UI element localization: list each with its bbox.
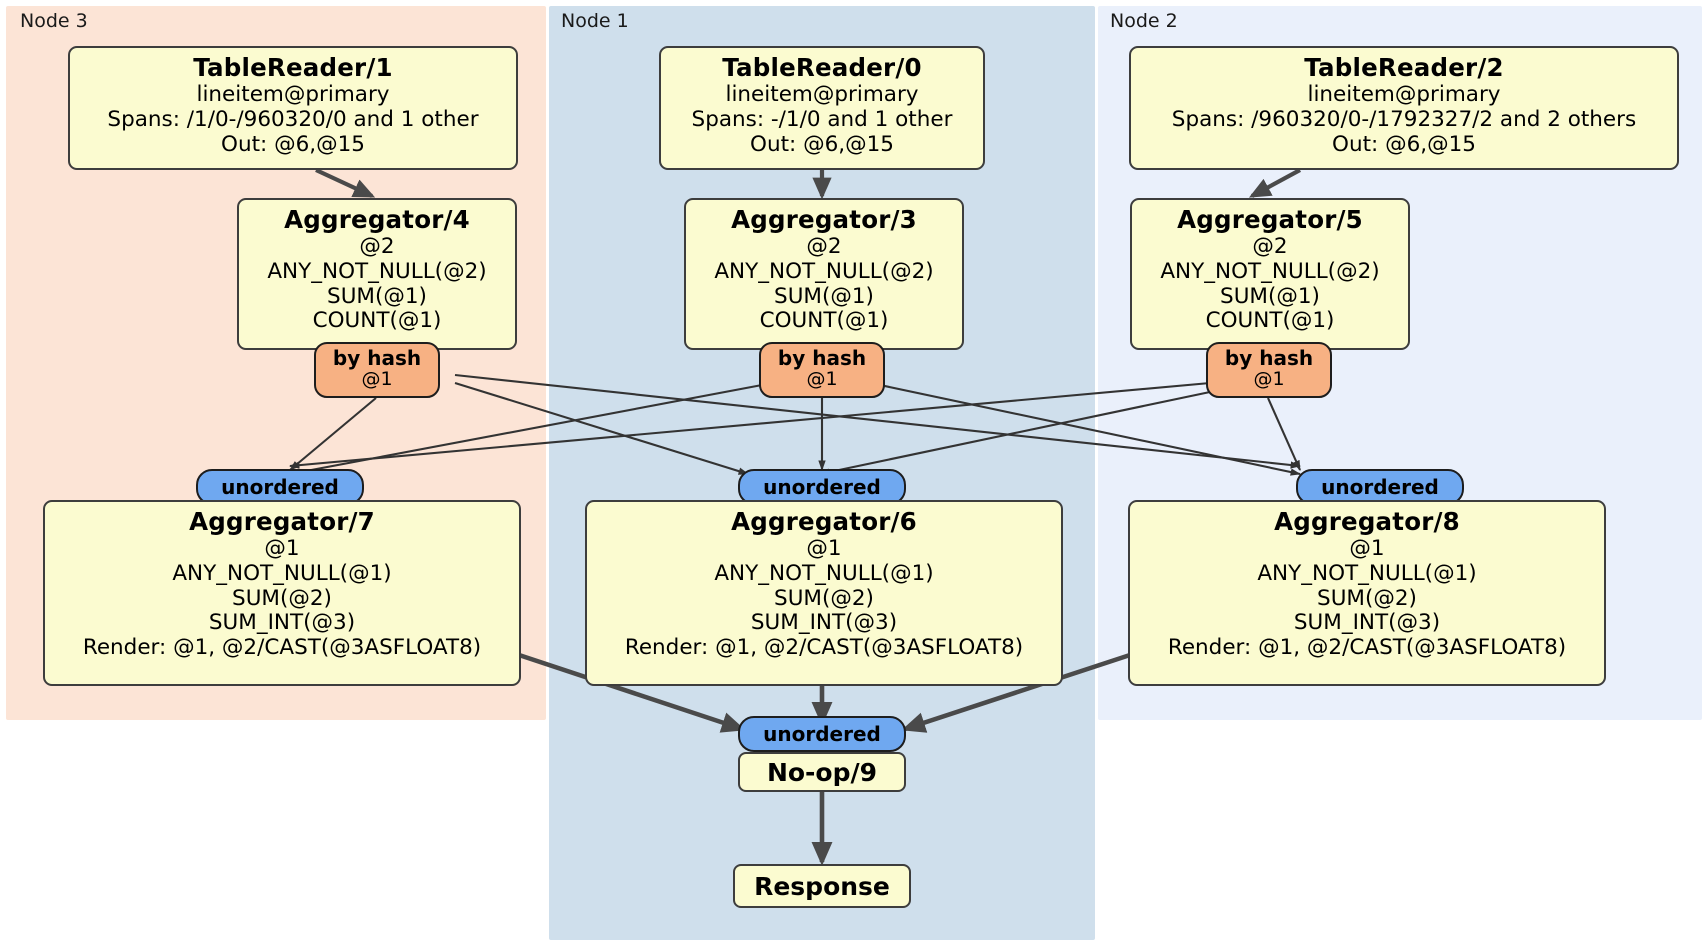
processor-title: Aggregator/3 xyxy=(731,205,917,234)
badge-title: unordered xyxy=(1321,475,1439,499)
processor-aggregator-6[interactable]: Aggregator/6 @1 ANY_NOT_NULL(@1) SUM(@2)… xyxy=(585,500,1063,686)
badge-by-hash-left[interactable]: by hash @1 xyxy=(314,342,440,398)
badge-title: by hash xyxy=(1224,346,1314,370)
processor-line: ANY_NOT_NULL(@2) xyxy=(714,258,934,284)
processor-title: Response xyxy=(754,871,890,901)
processor-line: ANY_NOT_NULL(@1) xyxy=(1257,560,1477,586)
processor-line: SUM_INT(@3) xyxy=(208,610,356,636)
processor-no-op-9[interactable]: No-op/9 xyxy=(738,752,906,792)
node-panel-label-node2: Node 2 xyxy=(1110,10,1178,32)
badge-title: by hash xyxy=(777,346,867,370)
processor-line: @1 xyxy=(1349,536,1385,562)
processor-table-reader-2[interactable]: TableReader/2 lineitem@primary Spans: /9… xyxy=(1129,46,1679,170)
processor-aggregator-3[interactable]: Aggregator/3 @2 ANY_NOT_NULL(@2) SUM(@1)… xyxy=(684,198,964,350)
processor-title: TableReader/1 xyxy=(193,53,393,82)
processor-line: @1 xyxy=(806,536,842,562)
processor-line: COUNT(@1) xyxy=(759,308,889,334)
processor-line: @1 xyxy=(264,536,300,562)
badge-by-hash-center[interactable]: by hash @1 xyxy=(759,342,885,398)
processor-line: COUNT(@1) xyxy=(1205,308,1335,334)
processor-title: TableReader/2 xyxy=(1304,53,1504,82)
processor-line: Render: @1, @2/CAST(@3ASFLOAT8) xyxy=(82,634,482,660)
node-panel-label-node3: Node 3 xyxy=(20,10,88,32)
processor-line: SUM(@1) xyxy=(774,283,874,309)
processor-table-reader-0[interactable]: TableReader/0 lineitem@primary Spans: -/… xyxy=(659,46,985,170)
processor-line: ANY_NOT_NULL(@1) xyxy=(172,560,392,586)
processor-line: Out: @6,@15 xyxy=(750,131,894,157)
processor-aggregator-4[interactable]: Aggregator/4 @2 ANY_NOT_NULL(@2) SUM(@1)… xyxy=(237,198,517,350)
processor-line: Spans: -/1/0 and 1 other xyxy=(691,106,953,132)
processor-title: Aggregator/8 xyxy=(1274,507,1460,536)
processor-title: Aggregator/6 xyxy=(731,507,917,536)
processor-title: Aggregator/5 xyxy=(1177,205,1363,234)
processor-title: TableReader/0 xyxy=(722,53,922,82)
processor-line: COUNT(@1) xyxy=(312,308,442,334)
processor-line: SUM(@1) xyxy=(1220,283,1320,309)
processor-line: Out: @6,@15 xyxy=(1332,131,1476,157)
processor-line: SUM_INT(@3) xyxy=(750,610,898,636)
processor-line: SUM(@1) xyxy=(327,283,427,309)
processor-line: lineitem@primary xyxy=(725,82,919,108)
processor-line: @2 xyxy=(359,234,395,260)
processor-line: Render: @1, @2/CAST(@3ASFLOAT8) xyxy=(624,634,1024,660)
processor-line: Spans: /1/0-/960320/0 and 1 other xyxy=(107,106,479,132)
processor-title: Aggregator/4 xyxy=(284,205,470,234)
badge-unordered-final[interactable]: unordered xyxy=(738,716,906,752)
processor-line: @2 xyxy=(806,234,842,260)
processor-line: ANY_NOT_NULL(@1) xyxy=(714,560,934,586)
processor-line: @2 xyxy=(1252,234,1288,260)
processor-line: SUM(@2) xyxy=(1317,585,1417,611)
badge-sub: @1 xyxy=(361,368,393,390)
processor-title: No-op/9 xyxy=(766,757,878,787)
processor-table-reader-1[interactable]: TableReader/1 lineitem@primary Spans: /1… xyxy=(68,46,518,170)
badge-title: unordered xyxy=(221,475,339,499)
processor-line: SUM(@2) xyxy=(774,585,874,611)
processor-line: Spans: /960320/0-/1792327/2 and 2 others xyxy=(1171,106,1637,132)
processor-line: lineitem@primary xyxy=(1307,82,1501,108)
badge-title: by hash xyxy=(332,346,422,370)
processor-response[interactable]: Response xyxy=(733,864,911,908)
badge-title: unordered xyxy=(763,722,881,746)
badge-sub: @1 xyxy=(806,368,838,390)
badge-title: unordered xyxy=(763,475,881,499)
processor-line: SUM(@2) xyxy=(232,585,332,611)
processor-aggregator-8[interactable]: Aggregator/8 @1 ANY_NOT_NULL(@1) SUM(@2)… xyxy=(1128,500,1606,686)
processor-line: ANY_NOT_NULL(@2) xyxy=(1160,258,1380,284)
badge-sub: @1 xyxy=(1253,368,1285,390)
node-panel-label-node1: Node 1 xyxy=(561,10,629,32)
processor-title: Aggregator/7 xyxy=(189,507,375,536)
processor-line: Out: @6,@15 xyxy=(221,131,365,157)
processor-line: ANY_NOT_NULL(@2) xyxy=(267,258,487,284)
processor-aggregator-5[interactable]: Aggregator/5 @2 ANY_NOT_NULL(@2) SUM(@1)… xyxy=(1130,198,1410,350)
processor-aggregator-7[interactable]: Aggregator/7 @1 ANY_NOT_NULL(@1) SUM(@2)… xyxy=(43,500,521,686)
processor-line: Render: @1, @2/CAST(@3ASFLOAT8) xyxy=(1167,634,1567,660)
processor-line: lineitem@primary xyxy=(196,82,390,108)
badge-by-hash-right[interactable]: by hash @1 xyxy=(1206,342,1332,398)
processor-line: SUM_INT(@3) xyxy=(1293,610,1441,636)
